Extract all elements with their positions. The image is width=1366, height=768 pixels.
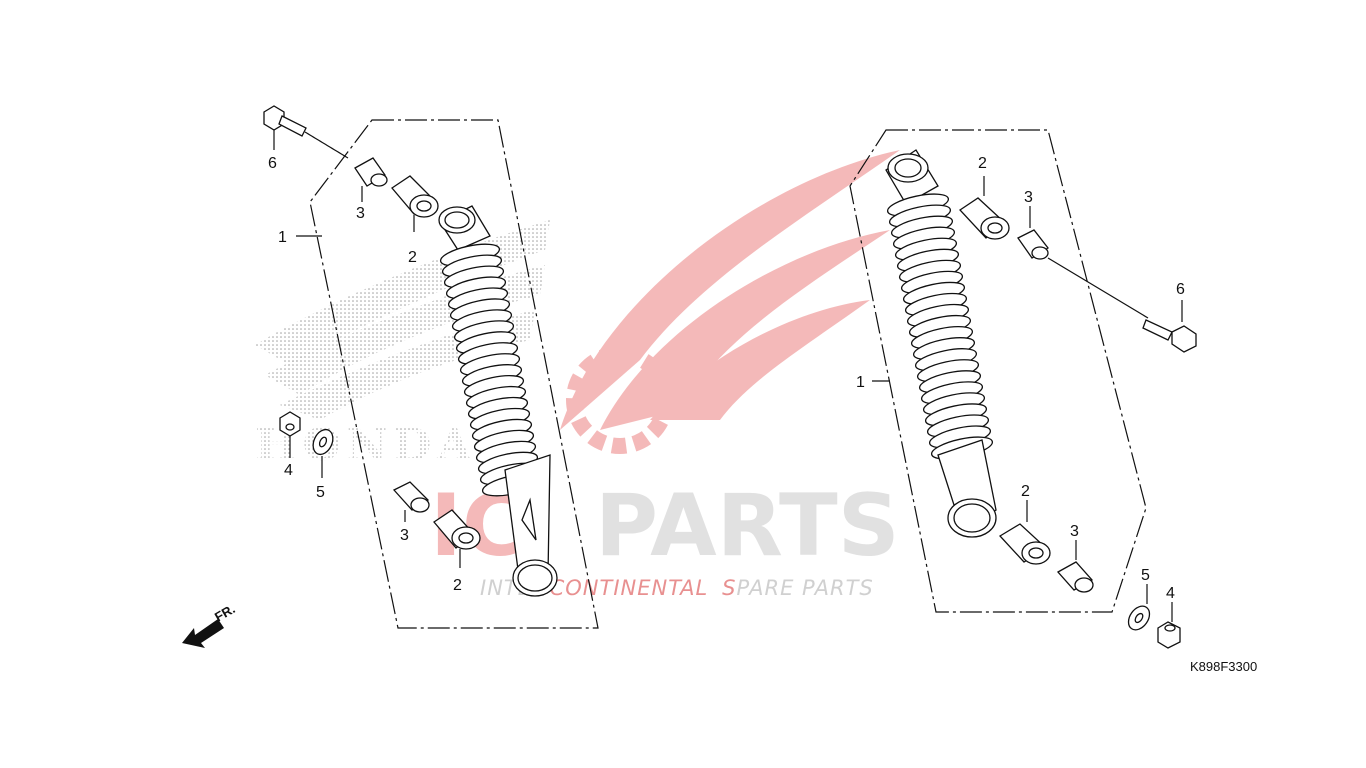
right-bolt-icon [1047,257,1197,353]
left-callout-collar-lower: 3 [400,527,409,544]
front-direction-marker: FR. [182,601,238,648]
left-group-border [309,119,599,629]
wing-logo-icon [560,150,900,454]
right-collar-lower-icon [1056,561,1094,593]
left-callout-bolt: 6 [268,155,277,172]
right-callout-collar-upper: 3 [1024,189,1033,206]
left-bushing-lower-icon [433,509,481,550]
left-collar-upper-icon [354,157,388,187]
left-shock-absorber-icon [438,205,558,597]
right-group-border [849,129,1147,613]
right-bushing-upper-icon [959,197,1010,240]
left-callout-nut: 4 [284,462,293,479]
left-callout-bushing-upper: 2 [408,249,417,266]
watermark-brand-part2: PARTS [595,476,900,576]
right-callout-bolt: 6 [1176,281,1185,298]
right-callout-nut: 4 [1166,585,1175,602]
right-callout-washer: 5 [1141,567,1150,584]
left-collar-lower-icon [392,481,430,513]
left-callout-washer: 5 [316,484,325,501]
right-bushing-lower-icon [998,523,1051,565]
right-callout-collar-lower: 3 [1070,523,1079,540]
tagline-part4: PARE PARTS [737,576,874,600]
arrow-left-down-icon [182,619,224,648]
left-callout-collar-upper: 3 [356,205,365,222]
right-nut-icon [1157,621,1181,649]
right-collar-upper-icon [1017,229,1049,260]
right-shock-absorber-icon [885,149,997,538]
right-callout-bushing-lower: 2 [1021,483,1030,500]
left-bushing-upper-icon [391,175,439,218]
right-washer-icon [1127,605,1151,631]
left-assembly: 6 3 2 1 [263,105,599,629]
left-callout-bushing-lower: 2 [453,577,462,594]
tagline-part3: S [722,576,736,600]
diagram-code: K898F3300 [1190,659,1257,674]
left-callout-shock: 1 [278,229,287,246]
right-assembly: 1 2 3 6 2 [849,129,1197,649]
tagline-part2: CONTINENTAL [550,576,709,600]
left-bolt-icon [263,105,349,159]
left-washer-icon [312,428,334,456]
left-nut-icon [279,411,301,437]
right-callout-bushing-upper: 2 [978,155,987,172]
right-callout-shock: 1 [856,374,865,391]
